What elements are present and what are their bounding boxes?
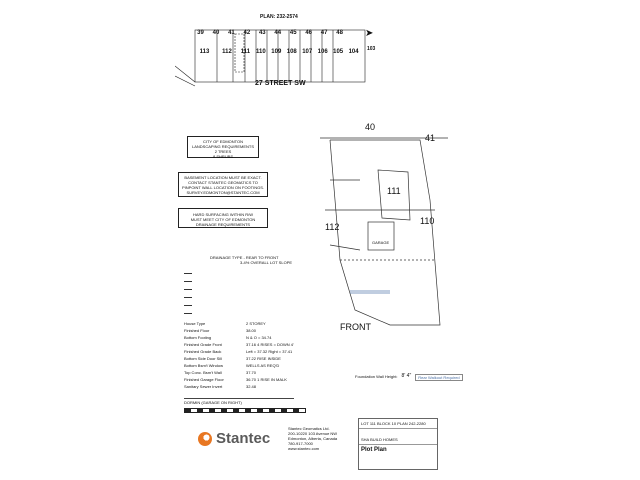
legend-row bbox=[184, 276, 234, 284]
lot-number: 48 bbox=[336, 30, 343, 36]
address-line: Edmonton, Alberta, Canada bbox=[288, 436, 338, 441]
note-line: CITY OF EDMONTON bbox=[202, 139, 244, 144]
lot-number: 107 bbox=[302, 49, 313, 55]
lot-number: 104 bbox=[348, 49, 359, 55]
note-line: 2 TREES bbox=[214, 149, 232, 154]
note-line: 8 SHRUBS bbox=[212, 154, 233, 159]
garage-label: GARAGE bbox=[372, 240, 390, 245]
lot-number: 45 bbox=[289, 30, 297, 36]
lot-number: 40 bbox=[212, 30, 220, 36]
lot-112-label: 112 bbox=[325, 222, 340, 232]
key-plan: PLAN: 232-2574 39 40 41 42 43 44 45 46 4… bbox=[175, 14, 375, 94]
note-line: DRAINAGE REQUIREMENTS bbox=[195, 222, 251, 227]
drainage-subtitle: 3-4% OVERALL LOT SLOPE bbox=[240, 260, 293, 265]
hard-surfacing-note: HARD SURFACING WITHIN R/W MUST MEET CITY… bbox=[178, 208, 268, 228]
title-block: LOT 111 BLOCK 10 PLAN 242-2280 SHA BUILD… bbox=[358, 418, 438, 470]
garage-note: DORMIN (GARAGE ON RIGHT) bbox=[184, 398, 294, 405]
lot-110-label: 110 bbox=[420, 216, 435, 226]
lot-number: 41 bbox=[228, 30, 235, 36]
street-name: 27 STREET SW bbox=[255, 80, 306, 87]
lot-number: 39 bbox=[197, 30, 204, 36]
lot-number: 43 bbox=[258, 30, 266, 36]
lot-numbers-row: 113 112 111 110 109 108 107 106 105 104 bbox=[195, 40, 375, 58]
document-title: Plot Plan bbox=[361, 447, 387, 453]
note-line: MUST MEET CITY OF EDMONTON bbox=[190, 217, 256, 222]
stantec-logo: Stantec bbox=[198, 430, 270, 447]
lot-number: 42 bbox=[243, 30, 251, 36]
lot-number: 111 bbox=[240, 49, 251, 55]
lot-number: 108 bbox=[286, 49, 297, 55]
website: www.stantec.com bbox=[288, 446, 320, 451]
scale-bar bbox=[184, 408, 306, 413]
foundation-label: Foundation Wall Height: bbox=[355, 374, 398, 379]
drainage-title: DRAINAGE TYPE - REAR TO FRONT bbox=[210, 255, 279, 260]
foundation-wall-height: Foundation Wall Height: 8' 4" Rear Walko… bbox=[355, 374, 463, 381]
lot-40-label: 40 bbox=[365, 122, 376, 132]
rear-walkout-badge: Rear Walkout Required bbox=[415, 374, 463, 381]
legend-row bbox=[184, 284, 234, 292]
legend-row bbox=[184, 292, 234, 300]
note-line: SURVEY.EDMONTON@STANTEC.COM bbox=[186, 190, 260, 195]
legend-row bbox=[184, 308, 234, 316]
lot-number: 46 bbox=[305, 30, 313, 36]
stantec-swirl-icon bbox=[198, 431, 212, 446]
lot-number: 47 bbox=[320, 30, 328, 36]
note-line: HARD SURFACING WITHIN R/W bbox=[193, 212, 253, 217]
lot-number: 112 bbox=[222, 49, 232, 55]
plan-label: PLAN: 232-2574 bbox=[260, 14, 298, 20]
stantec-wordmark: Stantec bbox=[216, 430, 271, 447]
lot-number: 113 bbox=[199, 49, 210, 55]
city-landscaping-note: CITY OF EDMONTON LANDSCAPING REQUIREMENT… bbox=[187, 136, 259, 159]
lot-41-label: 41 bbox=[425, 133, 436, 143]
key-plan-drawing bbox=[175, 29, 366, 87]
foundation-value: 8' 4" bbox=[401, 373, 412, 379]
phone: 780-917-7000 bbox=[288, 441, 313, 446]
north-arrow-icon: ➤ bbox=[365, 28, 374, 39]
lot-number: 109 bbox=[271, 49, 282, 55]
note-line: CONTACT STANTEC GEOMATICS TO bbox=[188, 180, 258, 185]
note-line: LANDSCAPING REQUIREMENTS bbox=[191, 144, 254, 149]
note-line: PINPOINT WALL LOCATION ON FOOTINGS. bbox=[181, 185, 264, 190]
lot-103-label: 103 bbox=[367, 46, 376, 52]
legend-row bbox=[184, 300, 234, 308]
address-line: 200-10220 103 Avenue NW bbox=[288, 431, 338, 436]
note-line: BASEMENT LOCATION MUST BE EXACT. bbox=[184, 175, 262, 180]
basement-location-note: BASEMENT LOCATION MUST BE EXACT. CONTACT… bbox=[178, 172, 268, 197]
stantec-address: Stantec Geomatics Ltd. 200-10220 103 Ave… bbox=[288, 426, 337, 451]
drainage-type: DRAINAGE TYPE - REAR TO FRONT 3-4% OVERA… bbox=[210, 255, 292, 265]
lot-number: 110 bbox=[256, 49, 266, 55]
builder-name: SHA BUILD HOMES bbox=[359, 429, 437, 445]
lot-legal-line: LOT 111 BLOCK 10 PLAN 242-2280 bbox=[359, 419, 437, 429]
company-name: Stantec Geomatics Ltd. bbox=[288, 426, 330, 431]
lot-number: 105 bbox=[333, 49, 344, 55]
legend-row bbox=[184, 268, 234, 276]
lot-number: 106 bbox=[317, 49, 328, 55]
legend bbox=[184, 268, 234, 316]
plot-drawing bbox=[320, 137, 448, 326]
front-label: FRONT bbox=[340, 322, 371, 332]
lot-111-label: 111 bbox=[387, 186, 401, 196]
